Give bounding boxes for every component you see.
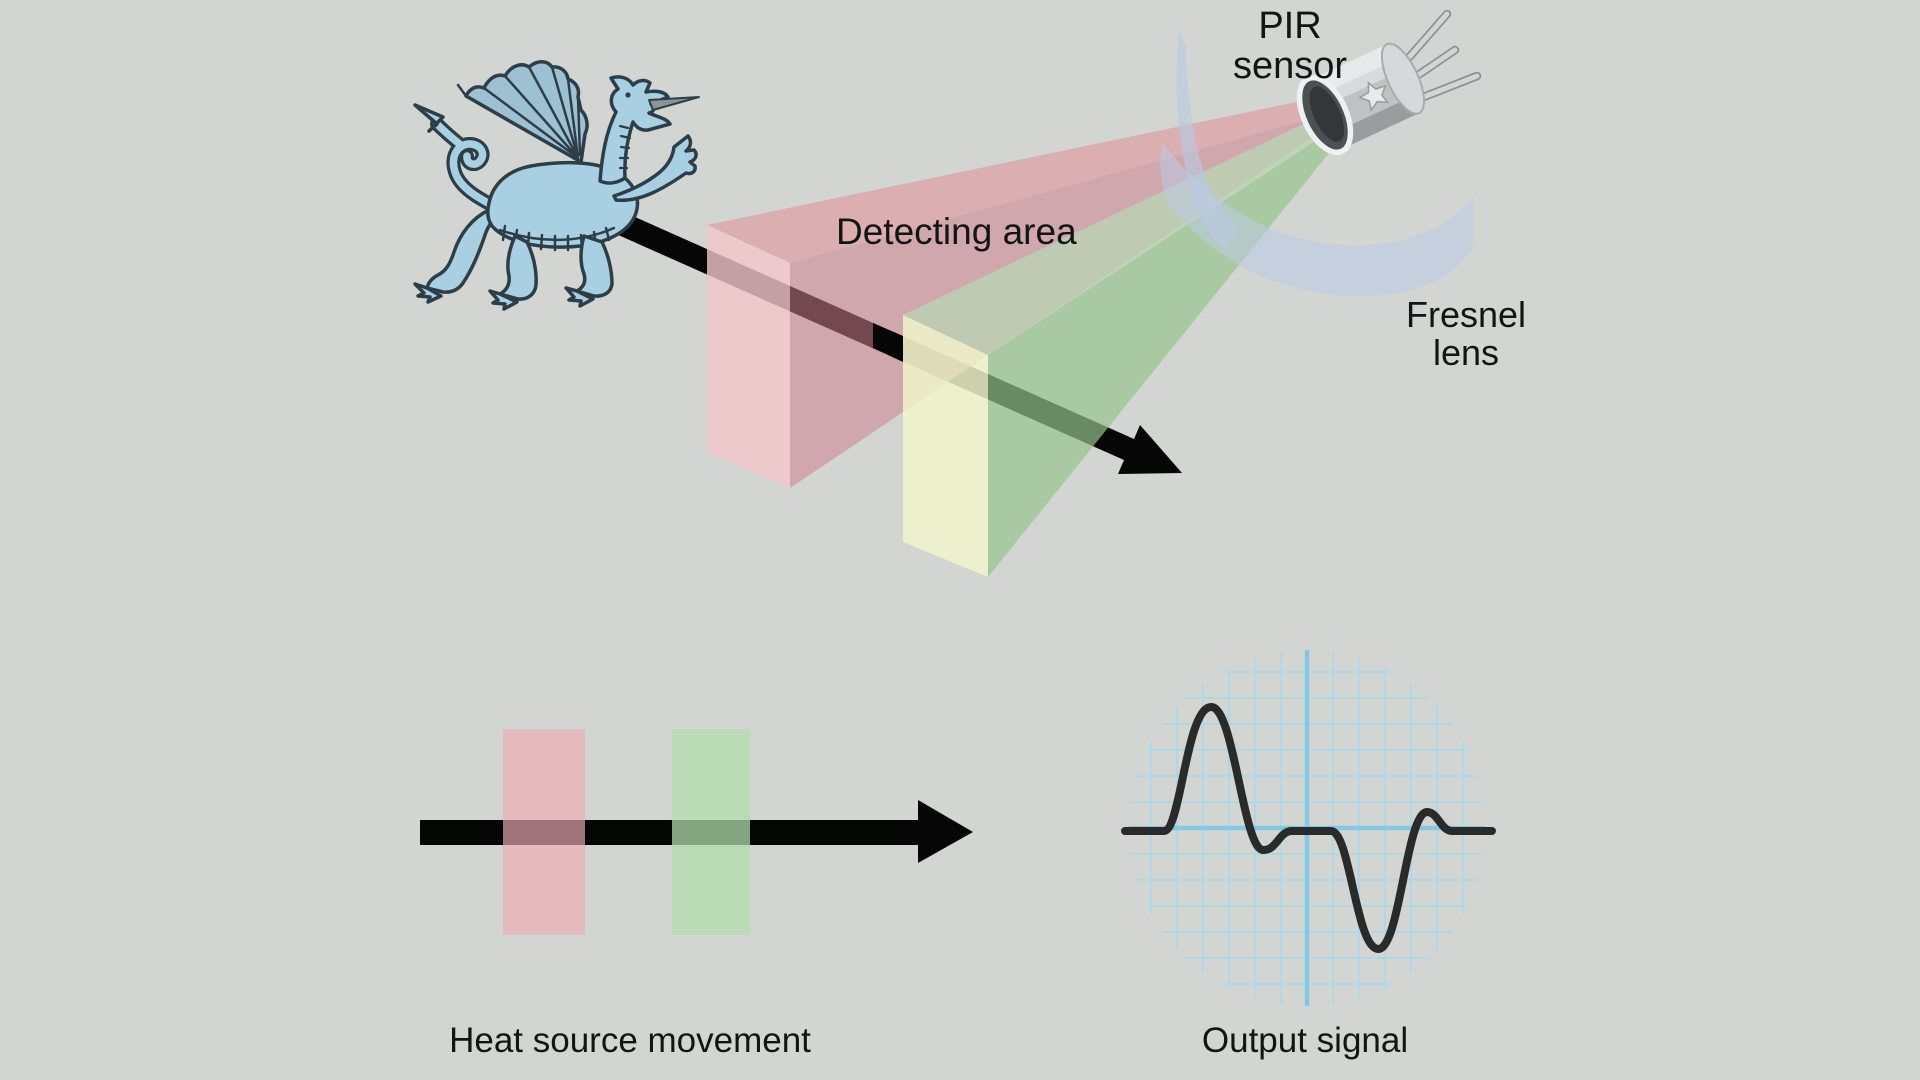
- heat-source-movement-figure: [420, 729, 973, 935]
- sensor-aperture: [1309, 86, 1345, 142]
- dragon-wing-ribs: [456, 65, 582, 160]
- heat-zone-green-rect: [672, 729, 750, 935]
- pir-sensor-label: PIR sensor: [1160, 6, 1420, 87]
- dragon-heat-source-illustration: [413, 60, 700, 311]
- dragon-body: [486, 160, 640, 249]
- green-beam-end-face: [903, 315, 988, 577]
- fresnel-lens-label-line1: Fresnel: [1405, 294, 1527, 335]
- output-waveform-trace: [1121, 703, 1496, 953]
- dragon-eye: [625, 92, 631, 98]
- dragon-rear-claws-near: [488, 289, 519, 311]
- pink-beam-end-face: [707, 225, 790, 488]
- arrow-segment-between-beams: [873, 323, 903, 362]
- pir-sensor-label-line1: PIR: [1258, 5, 1322, 47]
- dragon-tongue: [648, 96, 700, 111]
- output-signal-figure: [1121, 650, 1496, 1006]
- pir-sensor-label-line2: sensor: [1232, 45, 1348, 88]
- dragon-rear-leg-far: [425, 208, 500, 294]
- fresnel-lens-swoosh: [1160, 143, 1473, 297]
- fresnel-lens-shape: [1160, 32, 1473, 297]
- output-signal-caption: Output signal: [1201, 1021, 1409, 1060]
- dragon-front-leg: [575, 234, 614, 298]
- detecting-area-label: Detecting area: [836, 211, 1077, 252]
- heat-source-movement-caption: Heat source movement: [449, 1021, 811, 1060]
- dragon-front-claws: [564, 286, 595, 308]
- heat-zone-pink-rect: [503, 729, 585, 935]
- dragon-raised-leg: [612, 134, 698, 202]
- sensor-star-marking: [1358, 80, 1390, 112]
- dragon-tail-core: [433, 120, 503, 213]
- dragon-head: [598, 75, 672, 185]
- dragon-neck-ribs: [618, 124, 632, 170]
- sensor-back-cap: [1380, 42, 1425, 115]
- sensor-can-body: [1296, 42, 1425, 156]
- fresnel-lens-label-line2: lens: [1432, 332, 1500, 374]
- dragon-rear-leg-near: [498, 234, 538, 301]
- dragon-rear-claws-far: [413, 282, 443, 304]
- pir-sensor-device: [1296, 9, 1482, 156]
- dragon-tail-barb: [413, 103, 445, 133]
- green-beam-top-face: [903, 120, 1326, 355]
- fresnel-lens-label: Fresnel lens: [1346, 294, 1586, 374]
- pink-beam-top-face: [707, 100, 1320, 263]
- dragon-belly-line: [498, 226, 616, 242]
